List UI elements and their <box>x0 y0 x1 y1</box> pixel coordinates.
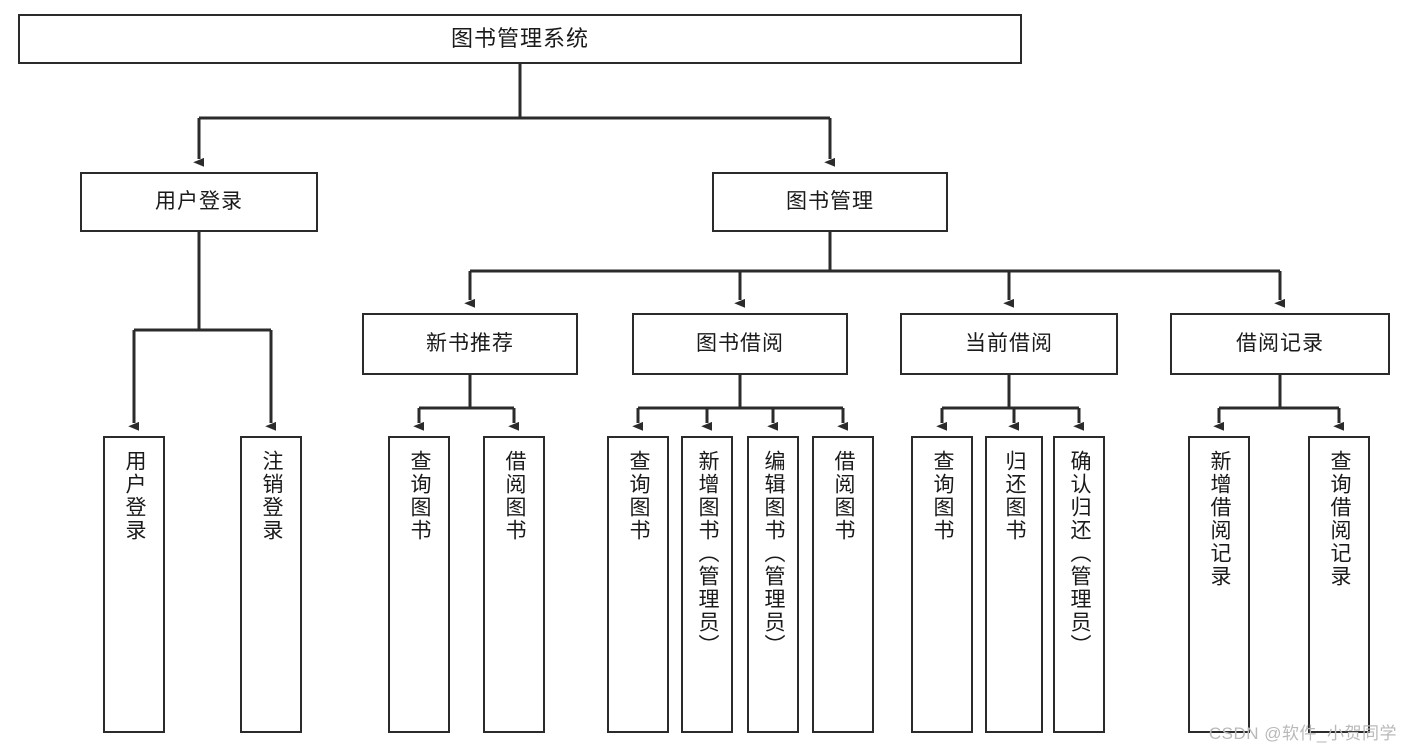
node-leaf-logout-login[interactable]: 注销登录 <box>240 436 302 733</box>
node-leaf-return-book[interactable]: 归还图书 <box>985 436 1043 733</box>
node-leaf-query-book-recommend-label: 查询图书 <box>408 450 432 542</box>
watermark: CSDN @软件_小贺同学 <box>1208 724 1397 743</box>
node-new-book-recommend-label: 新书推荐 <box>426 331 514 355</box>
node-leaf-user-login-label: 用户登录 <box>123 450 147 542</box>
node-leaf-query-book-recommend[interactable]: 查询图书 <box>388 436 450 733</box>
node-new-book-recommend[interactable]: 新书推荐 <box>362 313 578 375</box>
node-leaf-query-book-current[interactable]: 查询图书 <box>911 436 973 733</box>
node-leaf-borrow-book-label: 借阅图书 <box>832 450 856 542</box>
node-leaf-confirm-return-admin-label: 确认归还（管理员） <box>1068 450 1092 657</box>
node-leaf-return-book-label: 归还图书 <box>1003 450 1027 542</box>
node-borrow-record[interactable]: 借阅记录 <box>1170 313 1390 375</box>
node-leaf-borrow-book[interactable]: 借阅图书 <box>812 436 874 733</box>
node-leaf-add-book-admin-label: 新增图书（管理员） <box>696 450 720 657</box>
node-current-borrow[interactable]: 当前借阅 <box>900 313 1118 375</box>
node-leaf-borrow-book-recommend-label: 借阅图书 <box>503 450 527 542</box>
node-user-login-label: 用户登录 <box>155 189 243 213</box>
node-leaf-edit-book-admin[interactable]: 编辑图书（管理员） <box>747 436 799 733</box>
node-borrow-record-label: 借阅记录 <box>1236 331 1324 355</box>
node-leaf-add-borrow-record[interactable]: 新增借阅记录 <box>1188 436 1250 733</box>
node-leaf-query-book-borrow-label: 查询图书 <box>627 450 651 542</box>
node-root-label: 图书管理系统 <box>450 26 589 52</box>
node-leaf-query-borrow-record[interactable]: 查询借阅记录 <box>1308 436 1370 733</box>
node-leaf-query-borrow-record-label: 查询借阅记录 <box>1328 450 1352 588</box>
node-current-borrow-label: 当前借阅 <box>965 331 1053 355</box>
node-book-borrow[interactable]: 图书借阅 <box>632 313 848 375</box>
node-book-manage-label: 图书管理 <box>786 189 874 213</box>
node-book-borrow-label: 图书借阅 <box>696 331 784 355</box>
node-leaf-add-borrow-record-label: 新增借阅记录 <box>1208 450 1232 588</box>
node-root[interactable]: 图书管理系统 <box>18 14 1022 64</box>
node-leaf-borrow-book-recommend[interactable]: 借阅图书 <box>483 436 545 733</box>
node-book-manage[interactable]: 图书管理 <box>712 172 948 232</box>
node-user-login[interactable]: 用户登录 <box>80 172 318 232</box>
node-leaf-query-book-borrow[interactable]: 查询图书 <box>607 436 669 733</box>
node-leaf-logout-login-label: 注销登录 <box>260 450 284 542</box>
node-leaf-edit-book-admin-label: 编辑图书（管理员） <box>762 450 786 657</box>
node-leaf-user-login[interactable]: 用户登录 <box>103 436 165 733</box>
node-leaf-add-book-admin[interactable]: 新增图书（管理员） <box>681 436 733 733</box>
node-leaf-query-book-current-label: 查询图书 <box>931 450 955 542</box>
node-leaf-confirm-return-admin[interactable]: 确认归还（管理员） <box>1053 436 1105 733</box>
